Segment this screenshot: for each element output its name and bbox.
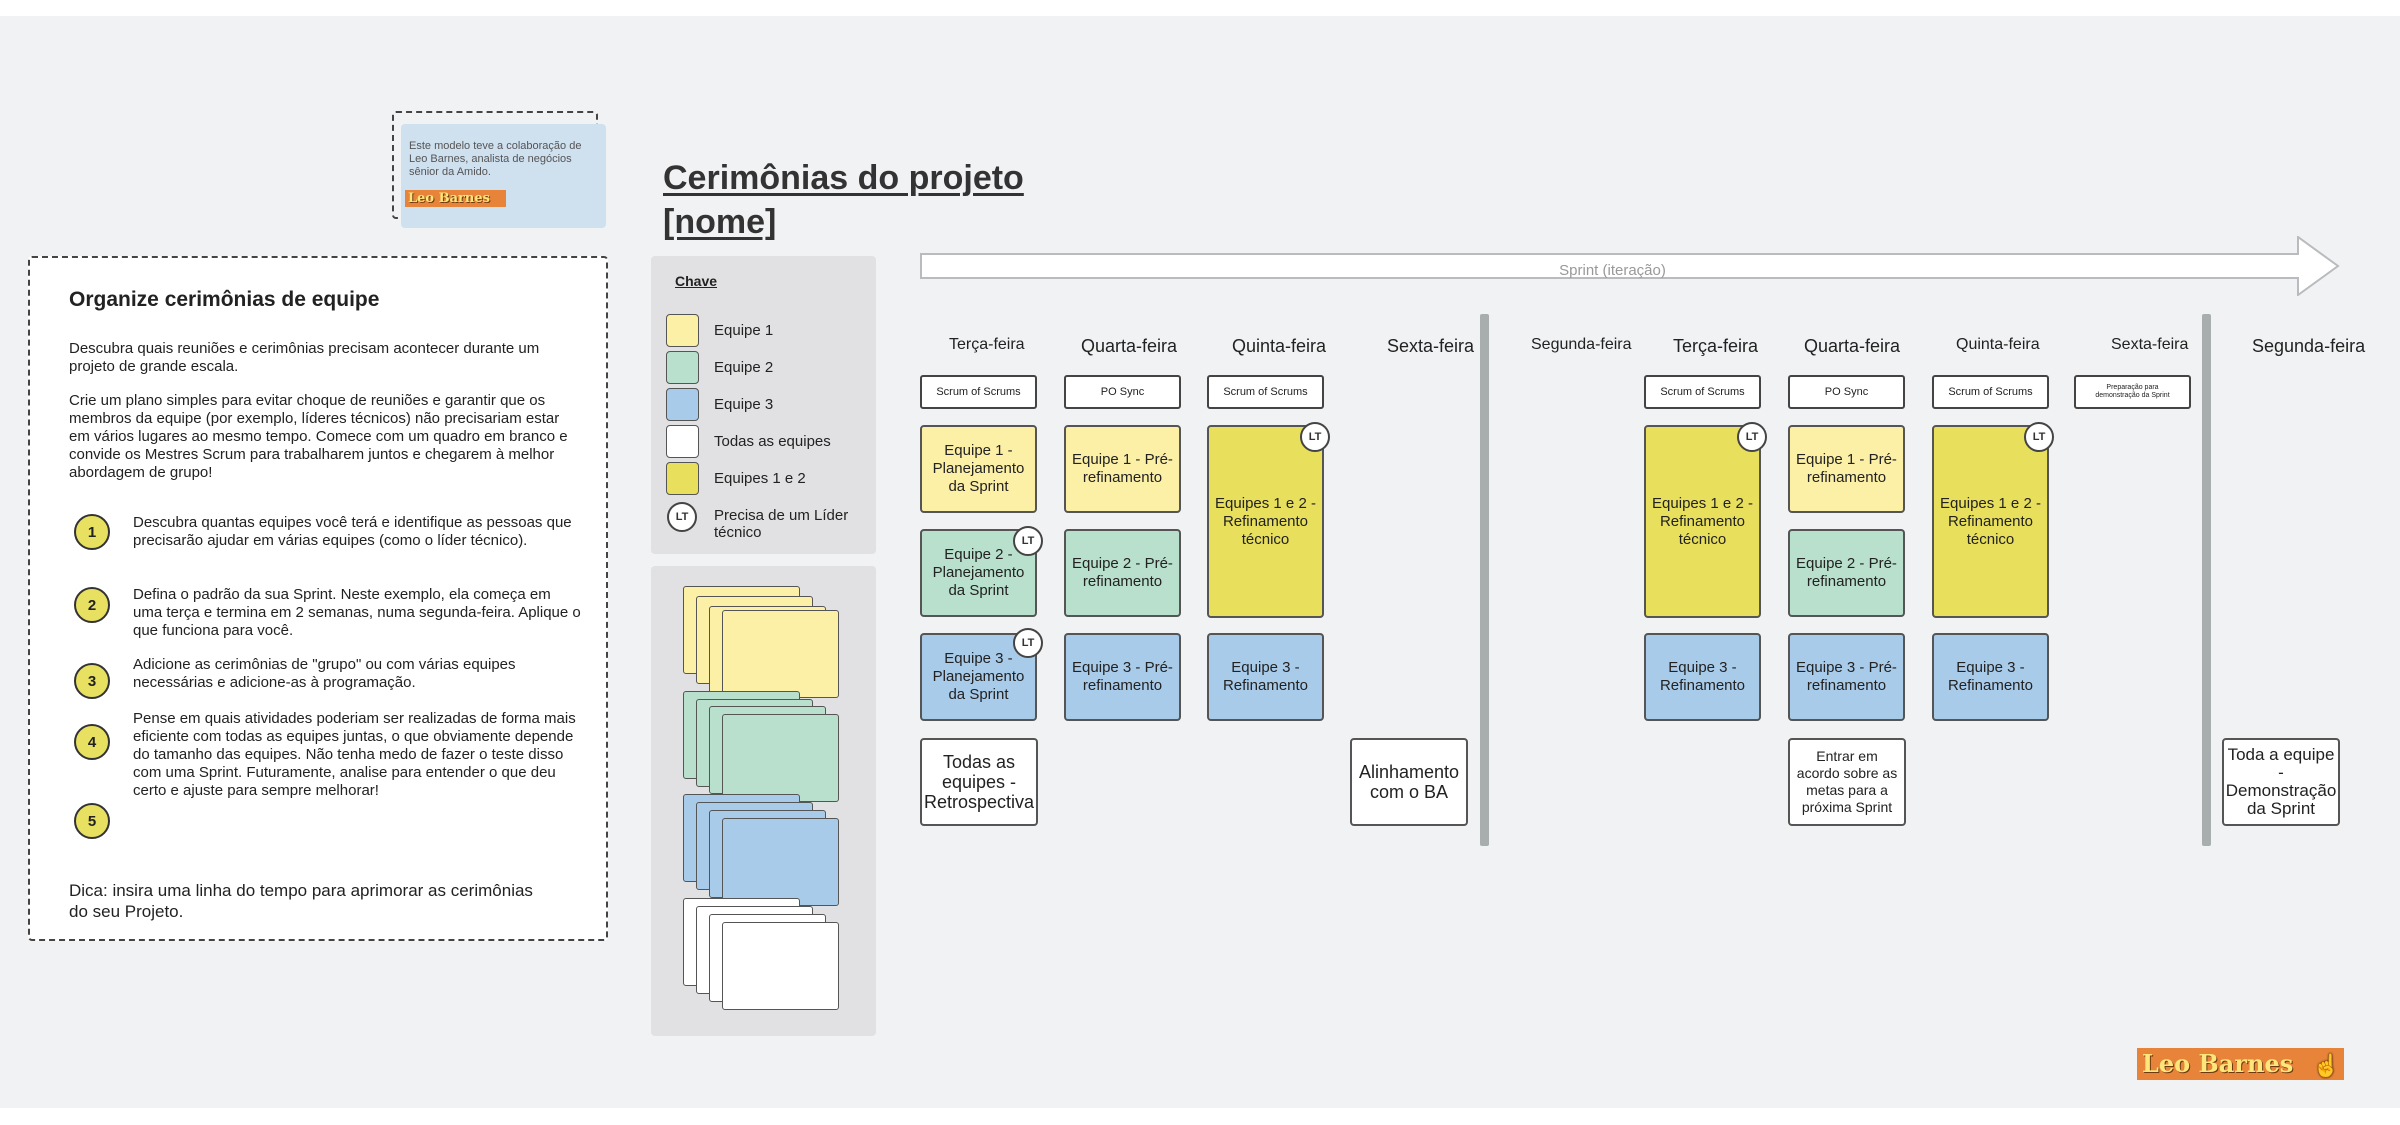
title-line2: [nome]: [663, 203, 777, 241]
day-header-mon-1: Segunda-feira: [1531, 336, 1632, 353]
week-divider-1: [1480, 314, 1489, 846]
card-team3-refinement[interactable]: Equipe 3 - Refinamento: [1207, 633, 1324, 721]
key-label-all: Todas as equipes: [714, 433, 831, 450]
day-header-tue-1: Terça-feira: [949, 336, 1025, 353]
card-sprint-demo[interactable]: Toda a equipe - Demonstração da Sprint: [2222, 738, 2340, 826]
step-1-text: Descubra quantas equipes você terá e ide…: [133, 514, 572, 549]
card-scrum-of-scrums[interactable]: Scrum of Scrums: [920, 375, 1037, 409]
card-scrum-of-scrums[interactable]: Scrum of Scrums: [1207, 375, 1324, 409]
key-swatch-team1: [666, 314, 699, 347]
card-team2-pre-refinement[interactable]: Equipe 2 - Pré-refinamento: [1064, 529, 1181, 617]
instructions-body: Crie um plano simples para evitar choque…: [69, 392, 568, 481]
step-4-text: Pense em quais atividades poderiam ser r…: [133, 710, 576, 799]
key-label-team12: Equipes 1 e 2: [714, 470, 806, 487]
key-swatch-all: [666, 425, 699, 458]
lt-badge-icon: LT: [1737, 422, 1767, 452]
day-header-fri-2: Sexta-feira: [2111, 336, 2189, 353]
day-header-tue-2: Terça-feira: [1673, 336, 1759, 356]
lt-badge-icon: LT: [1300, 422, 1330, 452]
title-line1: Cerimônias do projeto: [663, 159, 1024, 197]
key-swatch-team12: [666, 462, 699, 495]
sticky-note-team3[interactable]: [722, 818, 839, 906]
day-header-wed-2: Quarta-feira: [1804, 336, 1901, 356]
card-team12-tech-refinement[interactable]: Equipes 1 e 2 - Refinamento técnico: [1207, 425, 1324, 618]
card-team1-planning[interactable]: Equipe 1 - Planejamento da Sprint: [920, 425, 1037, 513]
day-header-mon-2: Segunda-feira: [2252, 336, 2366, 356]
lt-badge-icon: LT: [2024, 422, 2054, 452]
day-header-thu-2: Quinta-feira: [1956, 336, 2040, 353]
pointer-hand-icon: ☝: [2312, 1053, 2340, 1079]
instructions-heading: Organize cerimônias de equipe: [69, 288, 380, 311]
card-team3-pre-refinement[interactable]: Equipe 3 - Pré-refinamento: [1064, 633, 1181, 721]
sticky-note-team1[interactable]: [722, 610, 839, 698]
instructions-tip: Dica: insira uma linha do tempo para apr…: [69, 881, 533, 921]
step-2-badge: 2: [74, 587, 110, 623]
logo-small: Leo Barnes: [405, 190, 506, 207]
key-heading: Chave: [675, 273, 718, 289]
card-demo-prep[interactable]: Preparação para demonstração da Sprint: [2074, 375, 2191, 409]
card-team12-tech-refinement[interactable]: Equipes 1 e 2 - Refinamento técnico: [1932, 425, 2049, 618]
day-header-fri-1: Sexta-feira: [1387, 336, 1475, 356]
card-scrum-of-scrums[interactable]: Scrum of Scrums: [1644, 375, 1761, 409]
step-4-badge: 4: [74, 724, 110, 760]
collab-note[interactable]: Este modelo teve a colaboração de Leo Ba…: [401, 124, 606, 228]
key-swatch-team2: [666, 351, 699, 384]
card-team12-tech-refinement[interactable]: Equipes 1 e 2 - Refinamento técnico: [1644, 425, 1761, 618]
lt-badge-icon: LT: [667, 502, 697, 532]
key-label-team3: Equipe 3: [714, 396, 774, 413]
instructions-panel[interactable]: Organize cerimônias de equipe Descubra q…: [28, 256, 608, 941]
logo-large: Leo Barnes ☝: [2137, 1048, 2344, 1080]
page-title: Cerimônias do projeto [nome]: [663, 156, 1063, 244]
key-swatch-team3: [666, 388, 699, 421]
key-panel: Chave Equipe 1 Equipe 2 Equipe 3 Todas a…: [651, 256, 876, 554]
key-label-team1: Equipe 1: [714, 322, 774, 339]
step-1-badge: 1: [74, 514, 110, 550]
lt-badge-icon: LT: [1013, 628, 1043, 658]
card-team1-pre-refinement[interactable]: Equipe 1 - Pré-refinamento: [1064, 425, 1181, 513]
week-divider-2: [2202, 314, 2211, 846]
card-po-sync[interactable]: PO Sync: [1788, 375, 1905, 409]
day-header-thu-1: Quinta-feira: [1232, 336, 1327, 356]
instructions-intro: Descubra quais reuniões e cerimônias pre…: [69, 340, 540, 375]
card-team2-pre-refinement[interactable]: Equipe 2 - Pré-refinamento: [1788, 529, 1905, 617]
card-retrospective[interactable]: Todas as equipes - Retrospectiva: [920, 738, 1038, 826]
sprint-label: Sprint (iteração): [1559, 261, 1666, 279]
card-next-sprint-goals[interactable]: Entrar em acordo sobre as metas para a p…: [1788, 738, 1906, 826]
card-team3-refinement[interactable]: Equipe 3 - Refinamento: [1644, 633, 1761, 721]
step-3-badge: 3: [74, 663, 110, 699]
lt-badge-icon: LT: [1013, 526, 1043, 556]
key-label-team2: Equipe 2: [714, 359, 774, 376]
sprint-arrow: [920, 236, 2340, 296]
sticky-note-all[interactable]: [722, 922, 839, 1010]
card-team1-pre-refinement[interactable]: Equipe 1 - Pré-refinamento: [1788, 425, 1905, 513]
step-2-text: Defina o padrão da sua Sprint. Neste exe…: [133, 586, 581, 639]
card-scrum-of-scrums[interactable]: Scrum of Scrums: [1932, 375, 2049, 409]
step-5-badge: 5: [74, 803, 110, 839]
key-label-lt: Precisa de um Líder técnico: [714, 507, 849, 541]
sticky-note-team2[interactable]: [722, 714, 839, 802]
sticky-stack-panel: [651, 566, 876, 1036]
collab-text: Este modelo teve a colaboração de Leo Ba…: [409, 140, 582, 178]
logo-text: Leo Barnes: [2142, 1049, 2294, 1078]
card-team3-refinement[interactable]: Equipe 3 - Refinamento: [1932, 633, 2049, 721]
card-team3-pre-refinement[interactable]: Equipe 3 - Pré-refinamento: [1788, 633, 1905, 721]
card-po-sync[interactable]: PO Sync: [1064, 375, 1181, 409]
day-header-wed-1: Quarta-feira: [1081, 336, 1178, 356]
card-ba-alignment[interactable]: Alinhamento com o BA: [1350, 738, 1468, 826]
step-3-text: Adicione as cerimônias de "grupo" ou com…: [133, 656, 516, 691]
